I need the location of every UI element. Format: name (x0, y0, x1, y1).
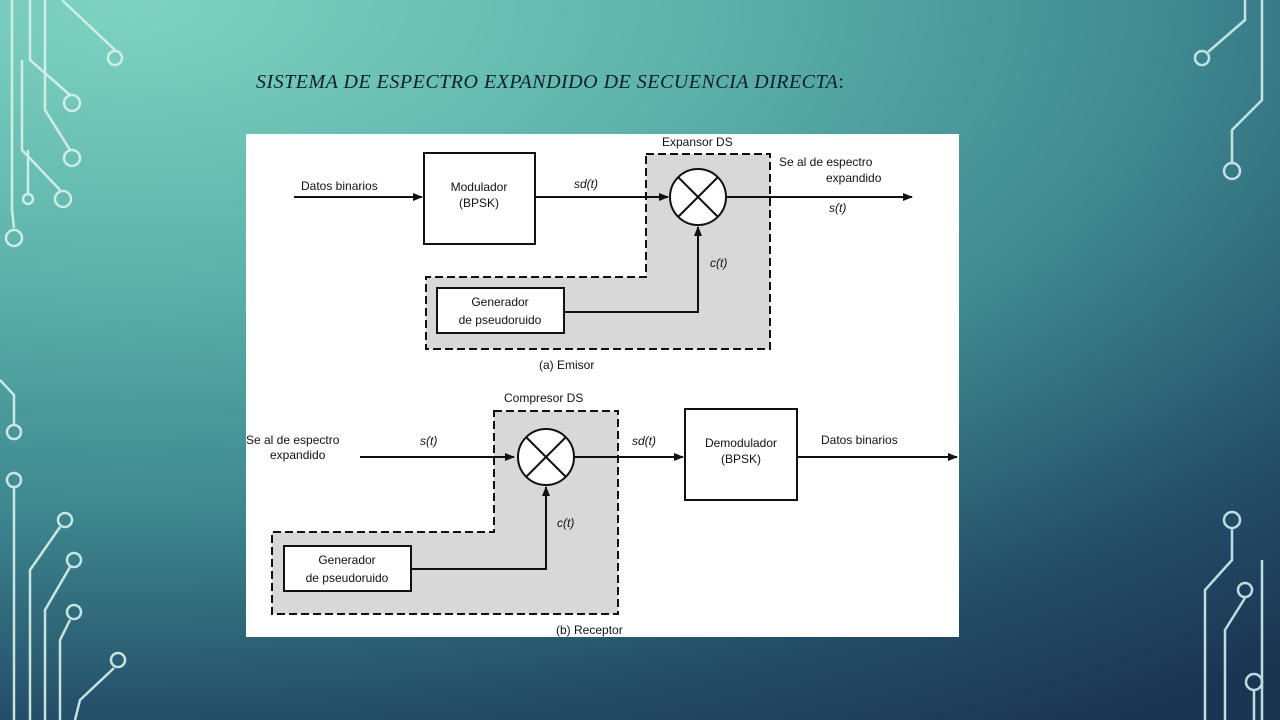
receptor-input-signal: s(t) (420, 434, 437, 448)
emisor-modulator-line2: (BPSK) (459, 196, 499, 210)
receptor-code-label: c(t) (557, 516, 574, 530)
receptor-sd-label: sd(t) (632, 434, 656, 448)
receptor-generator-line2: de pseudoruido (306, 571, 389, 585)
receptor-demodulator-box (684, 408, 798, 501)
emisor-output-signal: s(t) (829, 201, 846, 215)
emisor-modulator-line1: Modulador (451, 180, 508, 194)
receptor-input-line1: Se al de espectro (246, 433, 340, 447)
receptor-generator-line1: Generador (318, 553, 375, 567)
emisor-generator-box (436, 287, 565, 334)
receptor-section: Compresor DS Se al de espectro expandido… (246, 391, 958, 637)
emisor-multiplier (669, 168, 727, 226)
receptor-demodulator-line2: (BPSK) (721, 452, 761, 466)
emisor-generator-line2: de pseudoruido (459, 313, 542, 327)
slide-title-colon: : (838, 71, 845, 93)
emisor-section: Expansor DS Datos binarios Modulador (BP… (294, 135, 913, 372)
emisor-expander-label: Expansor DS (662, 135, 733, 149)
receptor-compressor-label: Compresor DS (504, 391, 583, 405)
emisor-sd-label: sd(t) (574, 177, 598, 191)
receptor-demodulator-line1: Demodulador (705, 436, 777, 450)
receptor-caption: (b) Receptor (556, 623, 623, 637)
emisor-output-line2: expandido (826, 171, 882, 185)
dsss-block-diagram: Expansor DS Datos binarios Modulador (BP… (246, 134, 959, 637)
receptor-input-line2: expandido (270, 448, 326, 462)
emisor-input-label: Datos binarios (301, 179, 378, 193)
receptor-multiplier (517, 428, 575, 486)
receptor-output-label: Datos binarios (821, 433, 898, 447)
emisor-output-line1: Se al de espectro (779, 155, 873, 169)
emisor-modulator-box (423, 152, 536, 245)
emisor-caption: (a) Emisor (539, 358, 594, 372)
emisor-code-label: c(t) (710, 256, 727, 270)
slide-title: SISTEMA DE ESPECTRO EXPANDIDO DE SECUENC… (256, 71, 844, 94)
emisor-generator-line1: Generador (471, 295, 528, 309)
slide-title-text: SISTEMA DE ESPECTRO EXPANDIDO DE SECUENC… (256, 71, 839, 93)
